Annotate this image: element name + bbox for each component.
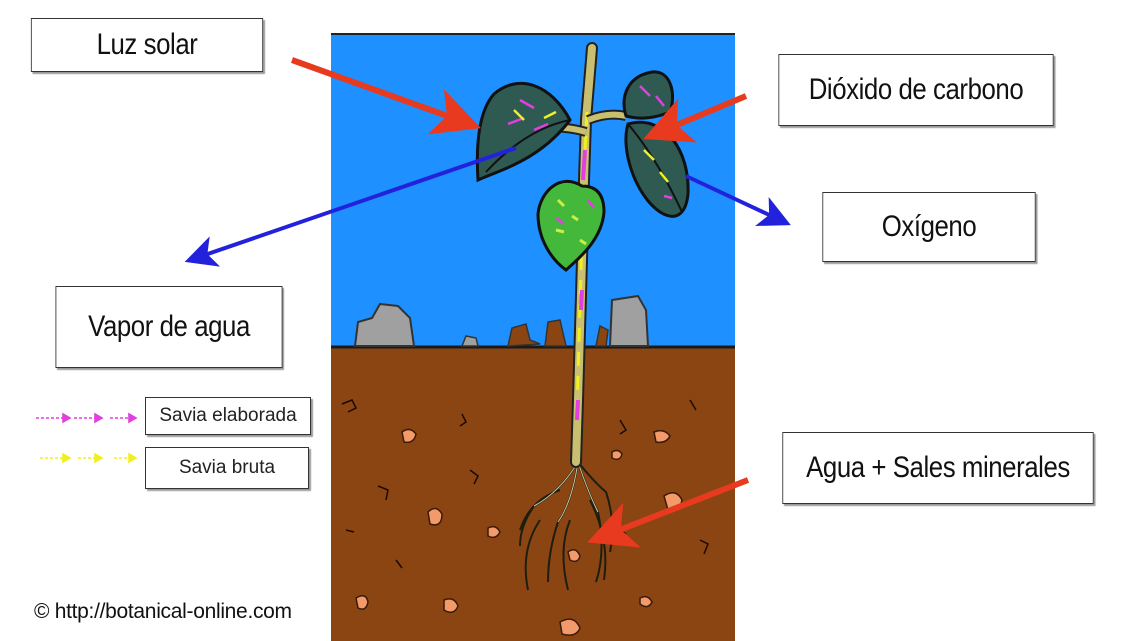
red-arrow-icon (587, 477, 750, 548)
blue-arrow-icon (184, 146, 517, 267)
legend-raw-sap: Savia bruta (145, 447, 309, 489)
arrows (184, 57, 791, 548)
legend-elaborated-sap: Savia elaborada (145, 397, 311, 435)
copyright-credit: © http://botanical-online.com (34, 600, 292, 623)
label-water-vapor: Vapor de agua (55, 286, 283, 368)
legend-arrows (36, 412, 138, 464)
red-arrow-icon (290, 57, 481, 135)
label-sunlight: Luz solar (30, 18, 264, 72)
label-oxygen: Oxígeno (822, 192, 1036, 262)
elaborated-sap-arrow-icon (36, 412, 138, 424)
leaf-middle (536, 179, 606, 272)
label-co2: Dióxido de carbono (778, 54, 1054, 126)
blue-arrow-icon (685, 174, 791, 227)
stones (353, 294, 650, 347)
label-water-minerals: Agua + Sales minerales (782, 432, 1094, 504)
leaves (475, 70, 690, 272)
red-arrow-icon (643, 93, 748, 143)
soil-pebbles (355, 428, 683, 636)
raw-sap-arrow-icon (40, 452, 138, 464)
soil-debris (341, 399, 709, 569)
